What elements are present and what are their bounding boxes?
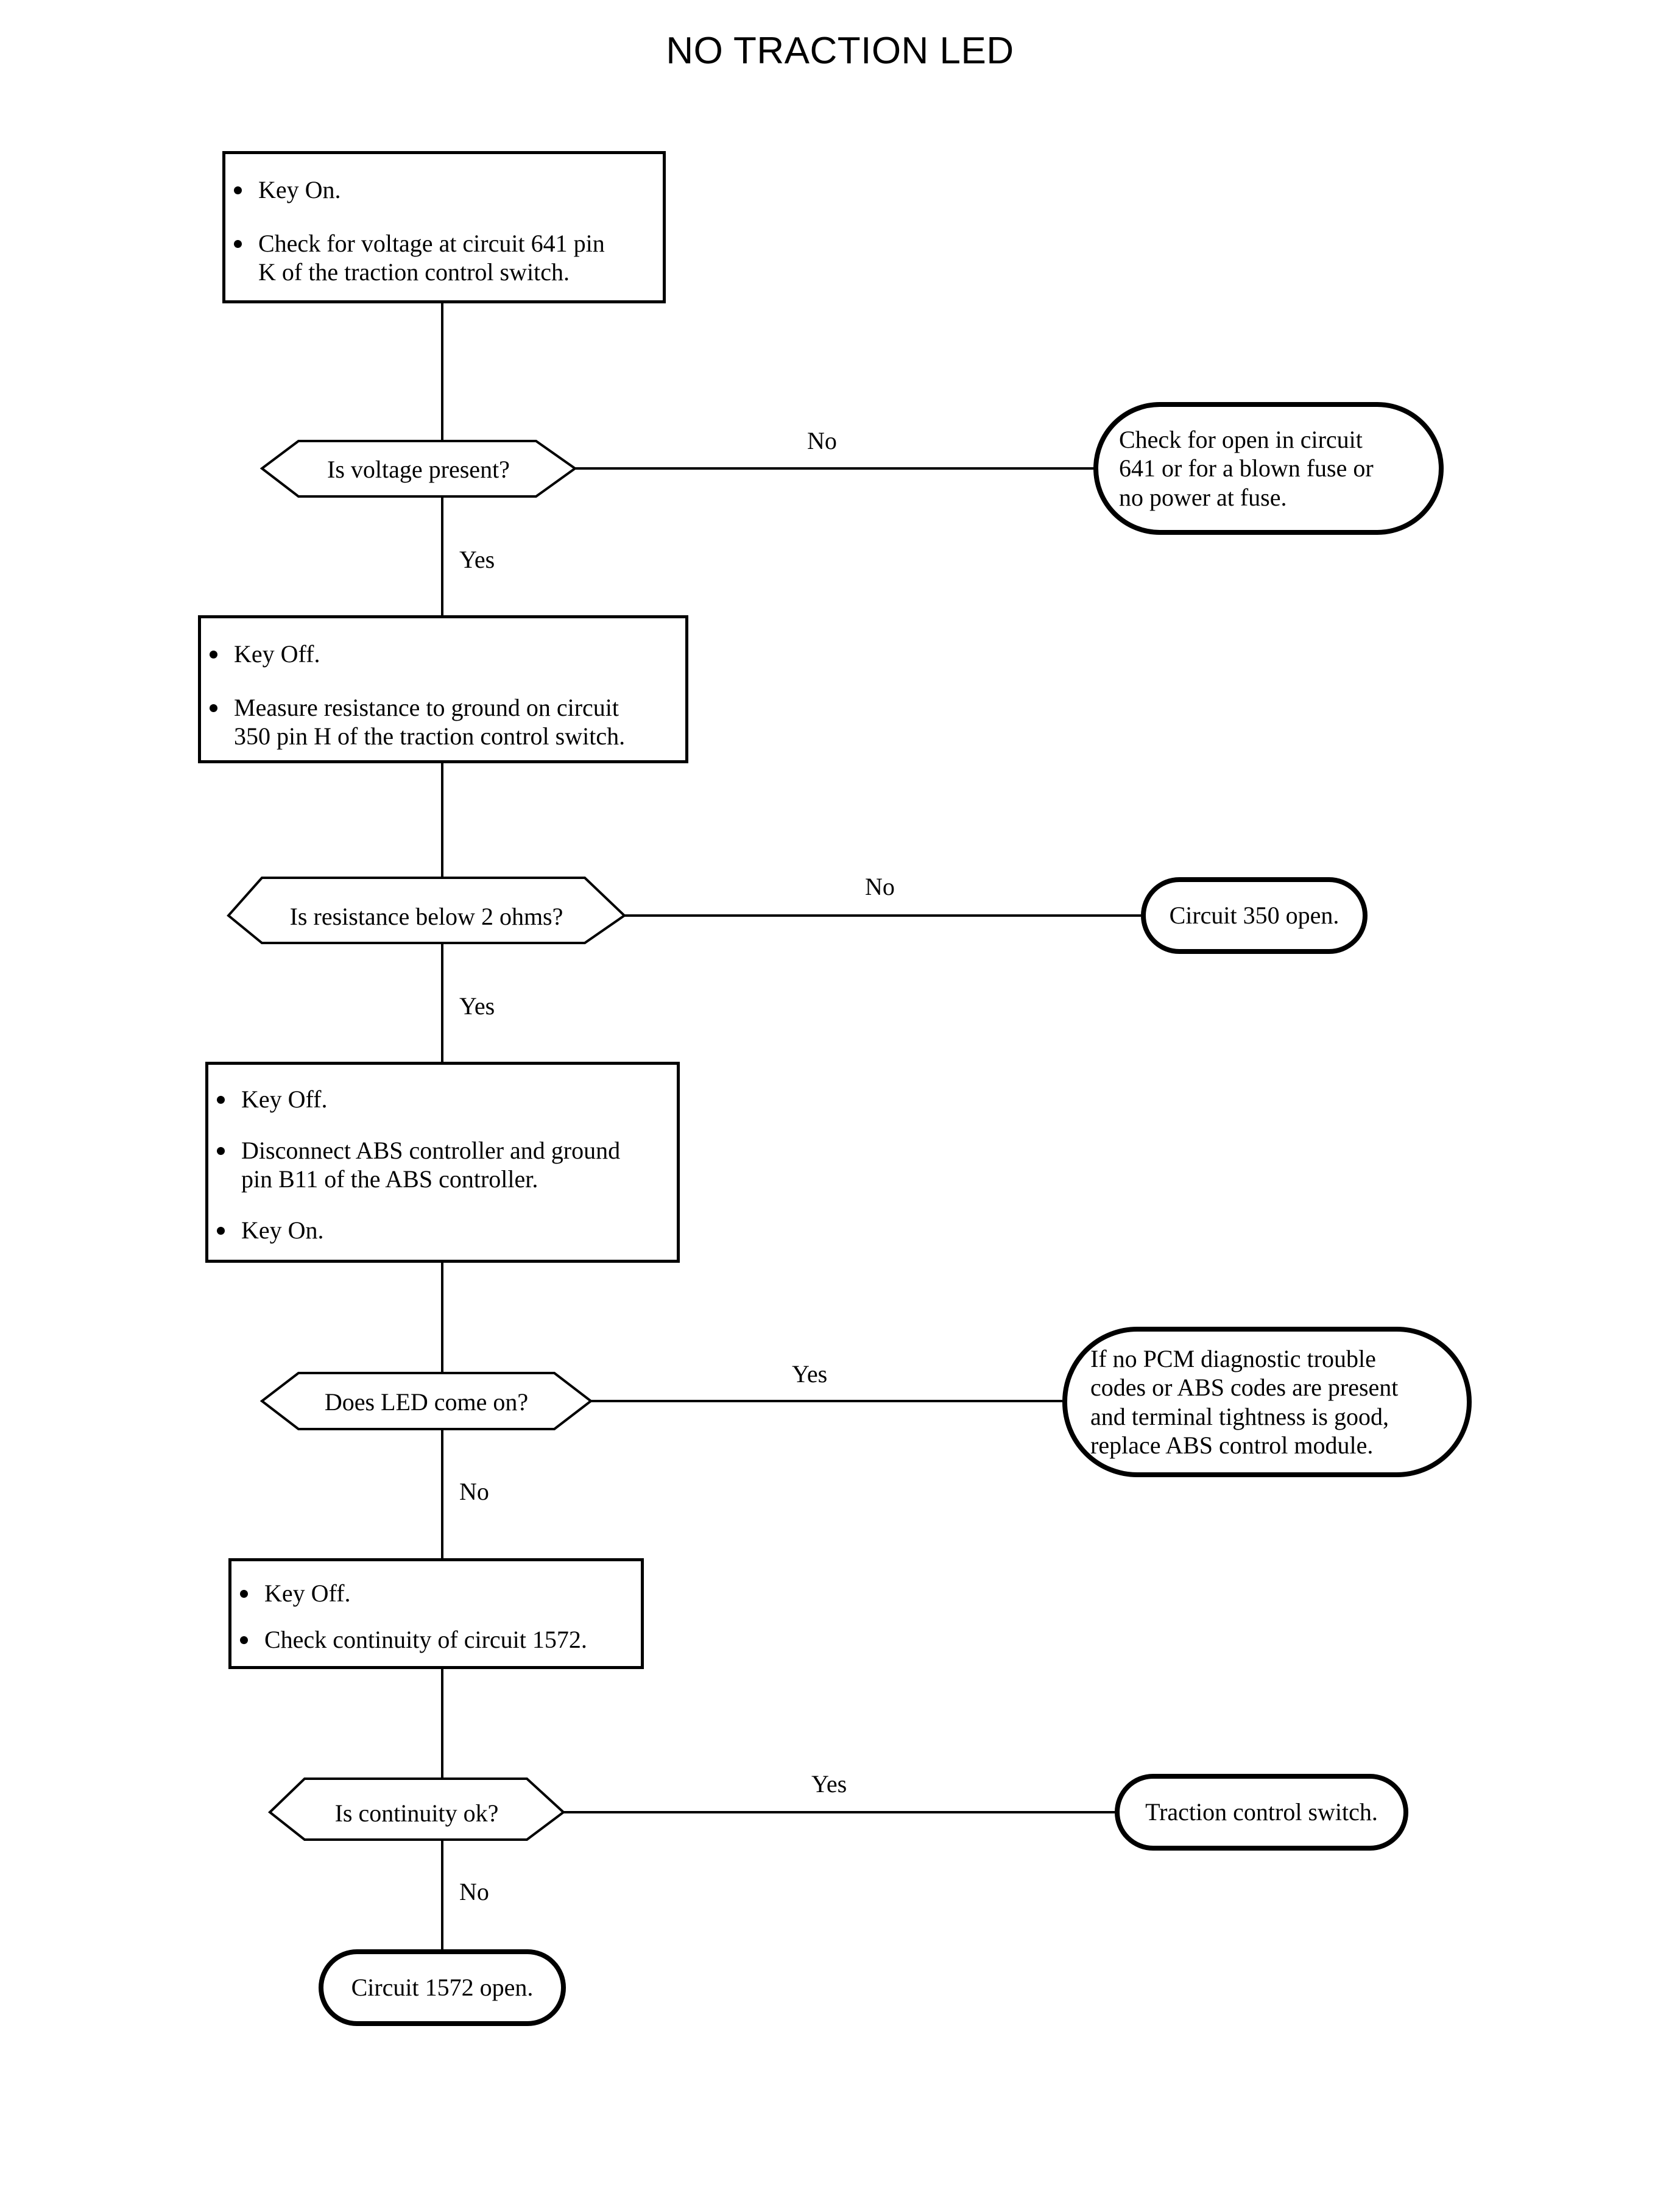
edge-label-decision3-no: No <box>459 1478 489 1505</box>
decision-1-label: Is voltage present? <box>327 456 510 483</box>
decision-4-label: Is continuity ok? <box>334 1799 499 1827</box>
edge-label-decision2-no: No <box>865 873 895 900</box>
bullet-item: Key Off. <box>208 1086 667 1114</box>
decision-hexagon-2 <box>227 877 627 944</box>
bullet-item: Key Off. <box>201 640 676 668</box>
bullet-list: Key On. Check for voltage at circuit 641… <box>225 176 651 286</box>
terminator-text: Check for open in circuit 641 or for a b… <box>1119 426 1374 511</box>
edge-label-decision3-yes: Yes <box>792 1360 828 1388</box>
terminator-circuit-350-open: Circuit 350 open. <box>1141 877 1368 954</box>
bullet-item: Key Off. <box>231 1580 631 1608</box>
process-box-step2: Key Off. Measure resistance to ground on… <box>198 615 688 763</box>
terminator-circuit-1572-open: Circuit 1572 open. <box>319 1949 566 2026</box>
bullet-item: Key On. <box>208 1216 667 1244</box>
edge-label-decision4-no: No <box>459 1878 489 1905</box>
terminator-text: Circuit 350 open. <box>1169 902 1339 930</box>
decision-hexagon-3 <box>259 1372 593 1430</box>
edge-label-decision4-yes: Yes <box>811 1770 847 1798</box>
bullet-item: Measure resistance to ground on circuit … <box>201 694 676 750</box>
bullet-item: Key On. <box>225 176 651 204</box>
edge-label-decision1-yes: Yes <box>459 546 495 573</box>
terminator-traction-control-switch: Traction control switch. <box>1115 1774 1408 1851</box>
decision-2-label: Is resistance below 2 ohms? <box>289 903 563 930</box>
process-box-step4: Key Off. Check continuity of circuit 157… <box>228 1558 644 1669</box>
terminator-check-open-641: Check for open in circuit 641 or for a b… <box>1093 402 1444 535</box>
bullet-list: Key Off. Measure resistance to ground on… <box>201 640 676 750</box>
page-title: NO TRACTION LED <box>666 30 1014 72</box>
bullet-item: Check continuity of circuit 1572. <box>231 1626 631 1654</box>
edge-label-decision2-yes: Yes <box>459 992 495 1020</box>
process-box-step3: Key Off. Disconnect ABS controller and g… <box>205 1062 680 1263</box>
decision-hexagon-1 <box>259 440 577 498</box>
process-box-step1: Key On. Check for voltage at circuit 641… <box>222 151 666 303</box>
edge-label-decision1-no: No <box>807 427 837 454</box>
bullet-list: Key Off. Check continuity of circuit 157… <box>231 1580 631 1654</box>
decision-3-label: Does LED come on? <box>324 1388 529 1416</box>
bullet-list: Key Off. Disconnect ABS controller and g… <box>208 1086 667 1245</box>
bullet-item: Check for voltage at circuit 641 pin K o… <box>225 230 651 286</box>
bullet-item: Disconnect ABS controller and ground pin… <box>208 1137 667 1193</box>
decision-hexagon-4 <box>267 1778 566 1841</box>
terminator-text: Circuit 1572 open. <box>351 1974 534 2002</box>
terminator-replace-abs-module: If no PCM diagnostic trouble codes or AB… <box>1062 1327 1472 1477</box>
terminator-text: Traction control switch. <box>1145 1798 1378 1826</box>
terminator-text: If no PCM diagnostic trouble codes or AB… <box>1090 1345 1399 1459</box>
